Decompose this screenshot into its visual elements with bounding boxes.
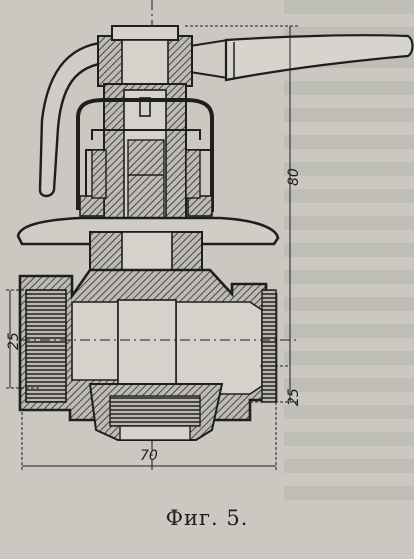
dim-inlet-height: 25 [6, 332, 22, 350]
dim-height-lower: 25 [286, 388, 302, 406]
valve-body [18, 268, 278, 441]
dim-width: 70 [140, 448, 158, 464]
figure-caption: Фиг. 5. [165, 506, 249, 530]
valve-handle [38, 34, 414, 198]
dim-height-total: 80 [286, 168, 302, 186]
spindle-housing [97, 25, 193, 235]
valve-cross-section-drawing: 80 25 25 70 [6, 0, 414, 472]
bonnet-cap [76, 98, 214, 217]
dimension-lines [6, 25, 300, 472]
valve-body-neck [89, 231, 203, 273]
background-text-bleed [284, 0, 414, 500]
